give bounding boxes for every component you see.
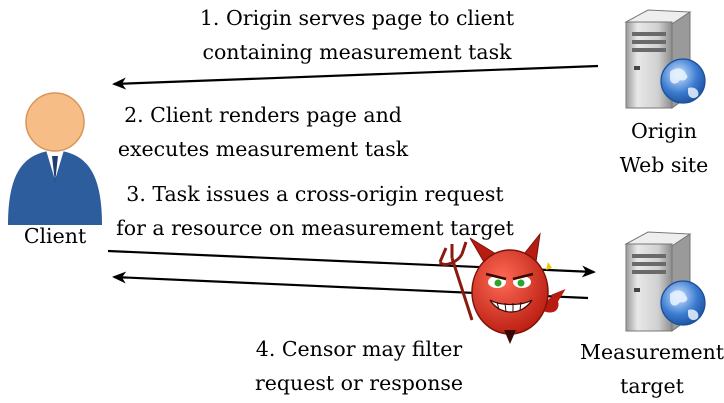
devil-censor-icon [438,232,566,344]
origin-web-site-label: Origin Web site [619,119,709,177]
step-2-label: 2. Client renders page and executes meas… [117,103,409,161]
step-4-label: 4. Censor may filter request or response [254,337,464,395]
server-globe-icon [624,231,706,332]
user-icon [8,92,102,225]
server-globe-icon [624,9,706,109]
measurement-target-label: Measurement target [580,340,724,398]
arrow-origin-to-client [112,64,599,90]
client-label: Client [23,224,87,248]
step-1-label: 1. Origin serves page to client containi… [199,6,515,64]
step-3-label: 3. Task issues a cross-origin request fo… [116,182,514,240]
